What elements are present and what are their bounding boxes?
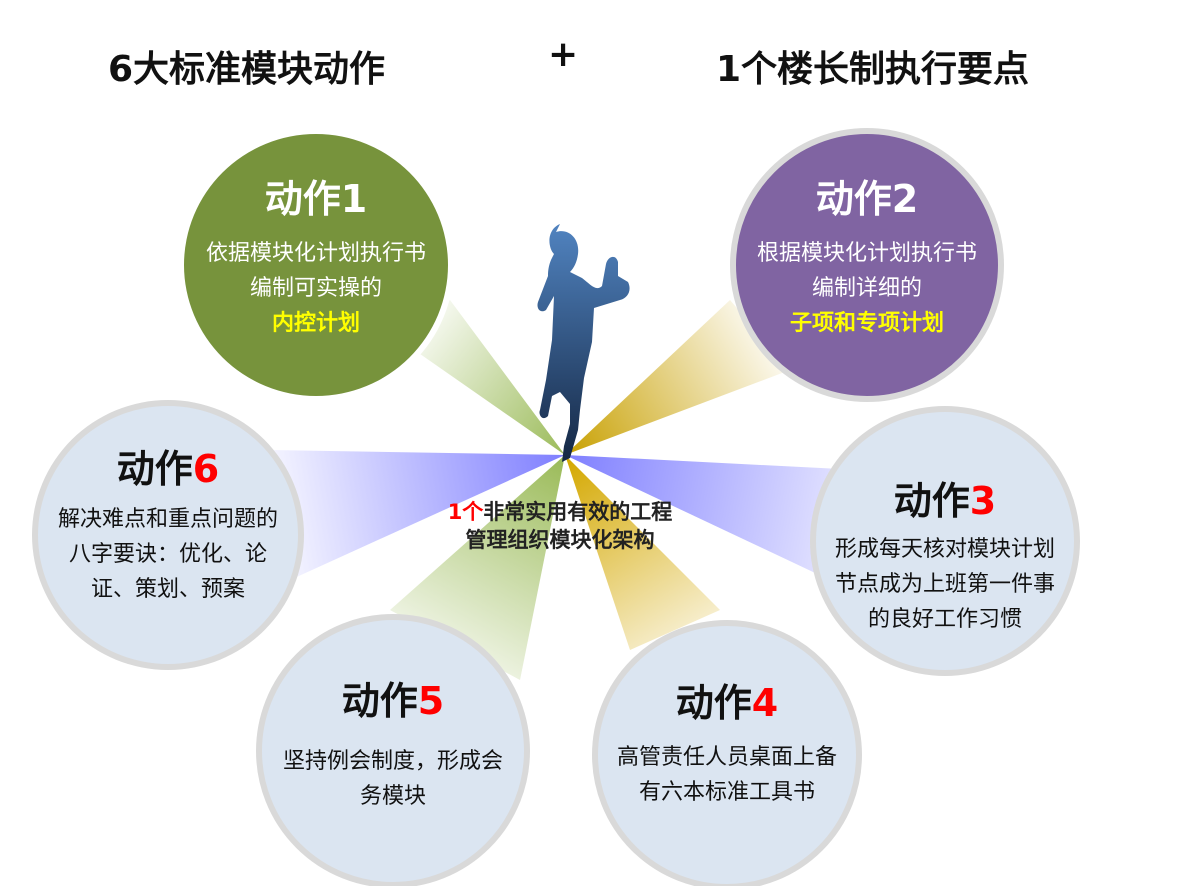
action-label: 动作	[264, 177, 341, 221]
action-2-desc: 根据模块化计划执行书编制详细的子项和专项计划	[757, 236, 977, 341]
left-title: 6大标准模块动作	[108, 49, 386, 90]
desc-highlight: 子项和专项计划	[789, 311, 944, 336]
plus-sign: +	[548, 34, 579, 75]
action-4-desc: 高管责任人员桌面上备有六本标准工具书	[616, 745, 837, 805]
action-label: 动作	[675, 681, 752, 725]
ray-to-action4	[565, 455, 720, 650]
action-6-title: 动作6	[117, 446, 219, 492]
right-title: 1个楼长制执行要点	[716, 49, 1030, 90]
action-2-title: 动作2	[816, 176, 918, 222]
person-thumbs-up-icon	[537, 224, 630, 462]
action-1-title: 动作1	[265, 176, 367, 222]
action-4-title: 动作4	[676, 680, 778, 726]
action-number: 3	[969, 479, 997, 523]
action-3-title: 动作3	[894, 478, 996, 524]
ray-to-action6	[270, 450, 565, 580]
action-number: 4	[751, 681, 779, 725]
action-number: 1	[340, 177, 368, 221]
ray-to-action1	[400, 300, 565, 455]
ray-to-action3	[565, 455, 860, 580]
action-2-circle: 动作2 根据模块化计划执行书编制详细的子项和专项计划	[730, 128, 1004, 402]
desc-text: 根据模块化计划执行书编制详细的	[757, 241, 978, 301]
center-line2: 管理组织模块化架构	[465, 528, 655, 552]
action-1-desc: 依据模块化计划执行书编制可实操的内控计划	[206, 236, 426, 341]
action-number: 6	[192, 447, 220, 491]
action-4-circle: 动作4 高管责任人员桌面上备有六本标准工具书	[592, 620, 862, 886]
action-label: 动作	[815, 177, 892, 221]
action-number: 2	[891, 177, 919, 221]
center-line1: 非常实用有效的工程	[483, 500, 673, 524]
action-3-desc: 形成每天核对模块计划节点成为上班第一件事的良好工作习惯	[834, 537, 1055, 632]
action-label: 动作	[116, 447, 193, 491]
action-label: 动作	[341, 679, 418, 723]
action-6-circle: 动作6 解决难点和重点问题的八字要诀：优化、论证、策划、预案	[32, 400, 304, 670]
action-5-desc: 坚持例会制度，形成会务模块	[282, 749, 503, 809]
action-number: 5	[417, 679, 445, 723]
action-1-circle: 动作1 依据模块化计划执行书编制可实操的内控计划	[178, 128, 454, 402]
center-prefix: 1个	[447, 500, 484, 524]
action-5-circle: 动作5 坚持例会制度，形成会务模块	[256, 614, 530, 886]
action-6-desc: 解决难点和重点问题的八字要诀：优化、论证、策划、预案	[58, 507, 279, 602]
desc-highlight: 内控计划	[271, 311, 360, 336]
action-5-title: 动作5	[342, 678, 444, 724]
desc-text: 依据模块化计划执行书编制可实操的	[206, 241, 427, 301]
center-caption: 1个非常实用有效的工程 管理组织模块化架构	[410, 498, 710, 554]
action-3-circle: 动作3 形成每天核对模块计划节点成为上班第一件事的良好工作习惯	[810, 406, 1080, 676]
ray-to-action2	[565, 300, 790, 455]
action-label: 动作	[893, 479, 970, 523]
